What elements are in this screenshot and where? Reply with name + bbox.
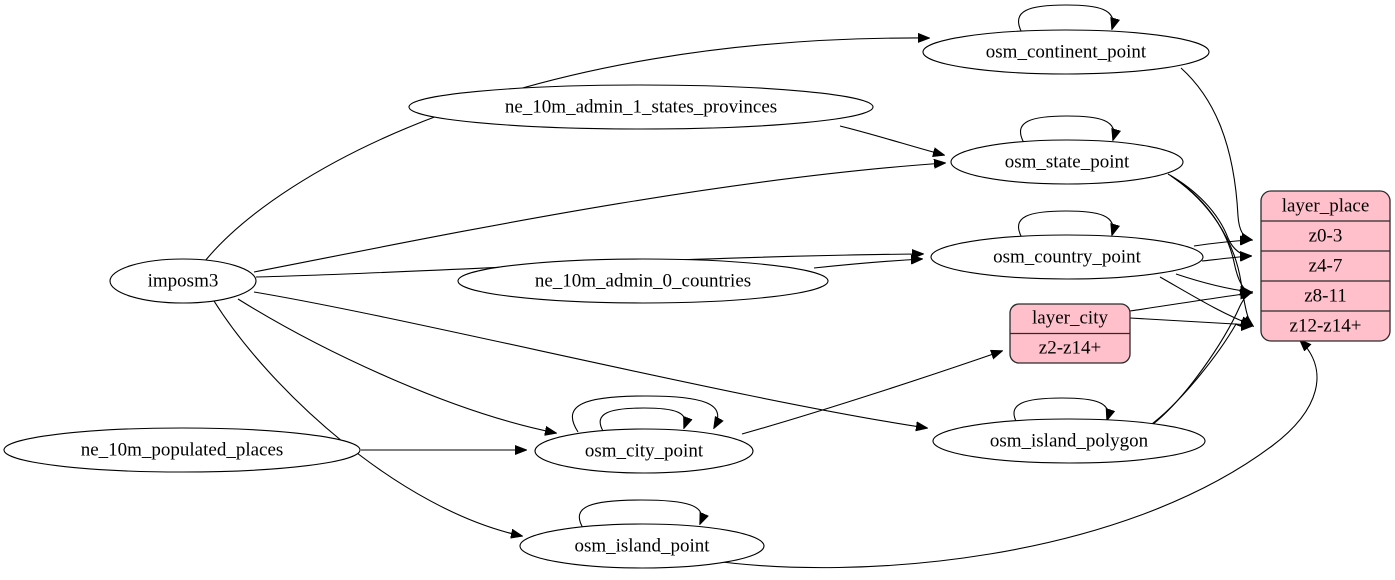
node-label-osm_country_point: osm_country_point (993, 246, 1141, 267)
node-label-osm_state_point: osm_state_point (1005, 151, 1130, 172)
node-label-osm_continent_point: osm_continent_point (986, 41, 1147, 62)
node-label-ne_10m_populated_places: ne_10m_populated_places (81, 439, 284, 460)
selfloop-osm_country_point (1017, 210, 1114, 239)
node-label-ne_10m_admin_1_states_provinces: ne_10m_admin_1_states_provinces (505, 96, 777, 117)
layer_place-row-z0-3[interactable]: z0-3 (1309, 225, 1343, 246)
edge-imposm3-to-osm_continent_point (204, 38, 929, 262)
selfloop-osm_island_polygon (1013, 397, 1108, 424)
node-osm_island_point[interactable]: osm_island_point (519, 523, 765, 569)
edge-imposm3-to-osm_city_point (237, 298, 556, 433)
node-layer: osm_continent_point ne_10m_admin_1_state… (3, 29, 1391, 569)
edge-imposm3-to-osm_island_polygon (253, 291, 927, 428)
selfloop-osm_island_point (578, 499, 701, 529)
edge-ne1-to-osm_state_point (839, 125, 944, 155)
edge-osm_country_point-to-layer_place-z0-3 (1193, 240, 1251, 247)
selfloop-osm_city_point-inner (599, 407, 685, 432)
edge-ne0-to-osm_country_point (813, 259, 922, 269)
node-osm_state_point[interactable]: osm_state_point (950, 139, 1184, 185)
node-layer_place[interactable]: layer_place z0-3 z4-7 z8-11 z12-z14+ (1260, 190, 1391, 342)
layer_place-title: layer_place (1282, 195, 1370, 216)
edge-layer_city-to-layer_place-z8-11 (1129, 293, 1251, 312)
edge-imposm3-to-osm_state_point (253, 163, 945, 273)
layer_city-title: layer_city (1032, 307, 1108, 328)
node-label-osm_city_point: osm_city_point (585, 440, 704, 461)
edge-osm_continent_point-to-layer_place-z0-3 (1180, 67, 1252, 240)
node-ne_10m_admin_0_countries[interactable]: ne_10m_admin_0_countries (457, 258, 829, 304)
node-osm_continent_point[interactable]: osm_continent_point (922, 29, 1210, 75)
edge-osm_island_polygon-to-layer_place-z12-z14 (1147, 324, 1252, 428)
layer_place-row-z12-z14[interactable]: z12-z14+ (1290, 315, 1362, 336)
node-label-ne_10m_admin_0_countries: ne_10m_admin_0_countries (535, 270, 751, 291)
node-ne_10m_admin_1_states_provinces[interactable]: ne_10m_admin_1_states_provinces (408, 84, 874, 130)
node-label-imposm3: imposm3 (148, 270, 219, 291)
edge-osm_island_polygon-to-layer_place-z8-11 (1151, 292, 1252, 426)
selfloop-osm_continent_point (1017, 4, 1114, 34)
node-label-osm_island_polygon: osm_island_polygon (990, 430, 1149, 451)
selfloop-osm_city_point-outer (571, 395, 717, 433)
node-imposm3[interactable]: imposm3 (109, 258, 257, 304)
edge-layer_city-to-layer_place-z12-z14 (1129, 317, 1252, 325)
node-osm_city_point[interactable]: osm_city_point (534, 428, 754, 474)
layer_place-row-z4-7[interactable]: z4-7 (1309, 255, 1343, 276)
node-layer_city[interactable]: layer_city z2-z14+ (1009, 303, 1131, 364)
node-osm_island_polygon[interactable]: osm_island_polygon (932, 418, 1206, 464)
node-label-osm_island_point: osm_island_point (574, 535, 710, 556)
edge-osm_island_point-to-layer_place-z12-z14 (706, 340, 1318, 569)
edge-osm_country_point-to-layer_place-z4-7 (1201, 256, 1251, 261)
edge-osm_country_point-to-layer_place-z12-z14 (1159, 276, 1252, 325)
layer_place-row-z8-11[interactable]: z8-11 (1304, 285, 1347, 306)
selfloop-osm_state_point (1020, 115, 1115, 144)
node-ne_10m_populated_places[interactable]: ne_10m_populated_places (3, 427, 361, 473)
edge-osm_city_point-to-layer_city (741, 351, 1002, 435)
layer_city-row-z2-z14[interactable]: z2-z14+ (1039, 337, 1101, 358)
node-osm_country_point[interactable]: osm_country_point (930, 234, 1204, 280)
